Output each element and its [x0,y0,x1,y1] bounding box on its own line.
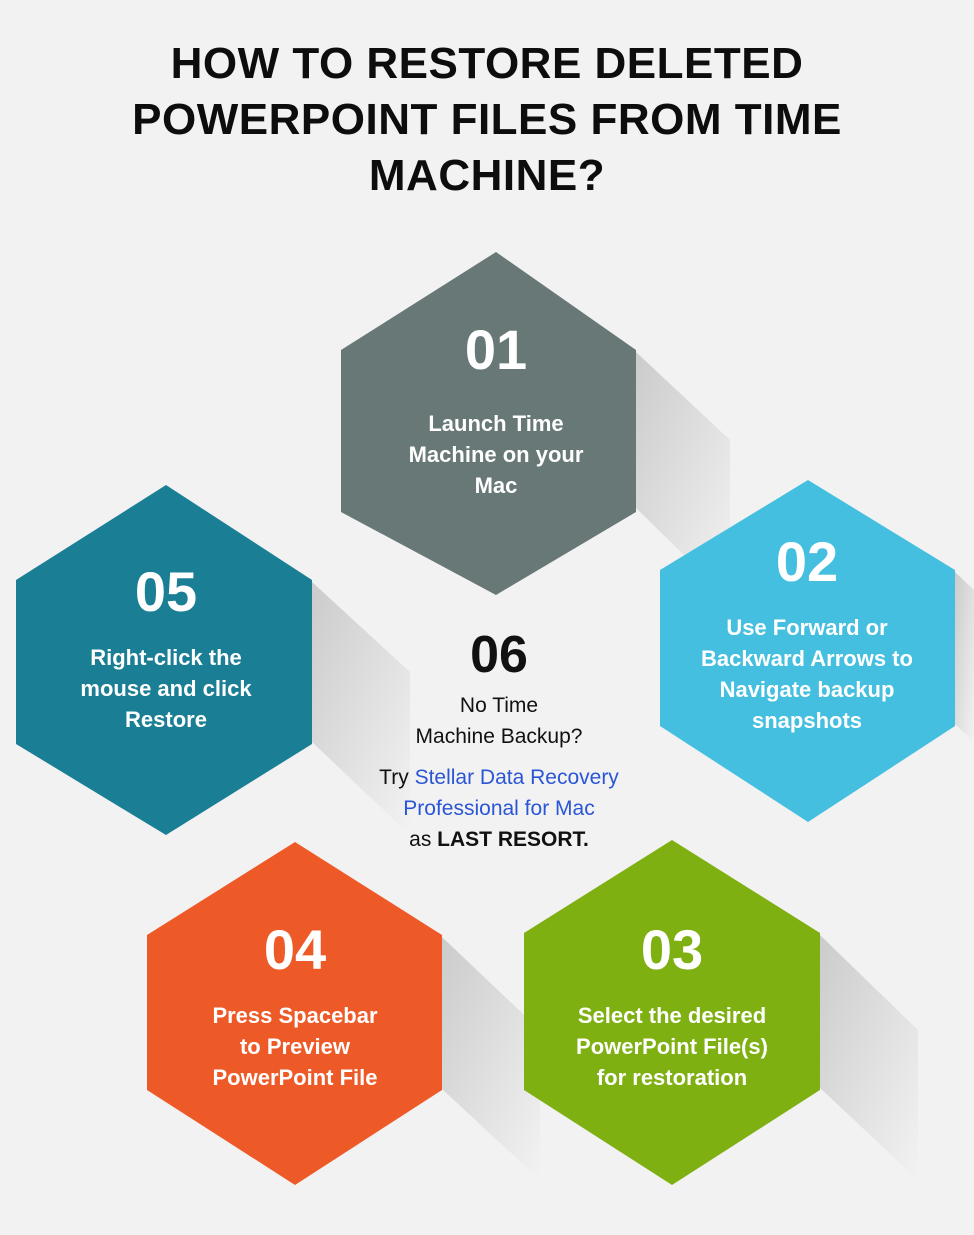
hex-03 [524,840,820,1185]
step-line: Press Spacebar [212,1003,378,1028]
step-line: PowerPoint File [212,1065,378,1090]
question-line: Machine Backup? [415,725,583,748]
title-line: MACHINE? [368,151,606,200]
hex-03-shadow [820,935,918,1180]
step-01: 01 Launch Time Machine on your Mac [360,318,632,501]
step-03: 03 Select the desired PowerPoint File(s)… [530,918,814,1093]
step-line: snapshots [751,708,863,733]
step-06-center: 06 No Time Machine Backup? Try Stellar D… [340,624,658,855]
step-line: mouse and click [80,676,252,701]
step-number: 06 [470,626,528,684]
hex-02-shadow [955,572,974,742]
step-line: Restore [125,707,207,732]
title-line: POWERPOINT FILES FROM TIME [132,95,842,144]
try-prefix: Try [379,766,415,789]
step-number: 01 [464,318,528,381]
step-line: Right-click the [90,645,242,670]
step-line: Machine on your [408,442,584,467]
step-description: Select the desired PowerPoint File(s) fo… [530,1000,814,1093]
page-title: HOW TO RESTORE DELETED POWERPOINT FILES … [0,36,974,204]
center-question: No Time Machine Backup? [340,690,658,752]
hex-01-shadow [636,352,730,600]
step-line: for restoration [596,1065,748,1090]
step-line: to Preview [239,1034,351,1059]
as-text: as [409,828,438,851]
hex-05-shadow [312,582,410,835]
step-description: Use Forward or Backward Arrows to Naviga… [664,612,950,736]
step-description: Launch Time Machine on your Mac [360,408,632,501]
step-number: 02 [775,530,839,593]
step-number: 05 [134,560,198,623]
last-resort-emphasis: LAST RESORT. [437,828,589,851]
center-recommendation: Try Stellar Data Recovery Professional f… [340,762,658,855]
hex-02 [660,480,955,822]
title-line: HOW TO RESTORE DELETED [170,39,804,88]
hex-05 [16,485,312,835]
hex-04 [147,842,442,1185]
step-line: Mac [474,473,518,498]
step-line: Select the desired [577,1003,767,1028]
question-line: No Time [459,694,539,717]
step-05: 05 Right-click the mouse and click Resto… [24,560,308,735]
step-line: Use Forward or [726,615,888,640]
step-line: Backward Arrows to [701,646,913,671]
hex-01 [341,252,636,595]
step-04: 04 Press Spacebar to Preview PowerPoint … [154,918,436,1093]
step-line: Launch Time [428,411,564,436]
step-02: 02 Use Forward or Backward Arrows to Nav… [664,530,950,736]
stellar-link[interactable]: Stellar Data Recovery [414,766,619,789]
step-line: PowerPoint File(s) [576,1034,768,1059]
stellar-link[interactable]: Professional for Mac [403,797,595,820]
step-number: 03 [640,918,704,981]
hex-04-shadow [442,937,540,1180]
step-description: Right-click the mouse and click Restore [24,642,308,735]
step-description: Press Spacebar to Preview PowerPoint Fil… [154,1000,436,1093]
step-line: Navigate backup [719,677,895,702]
step-number: 04 [263,918,327,981]
